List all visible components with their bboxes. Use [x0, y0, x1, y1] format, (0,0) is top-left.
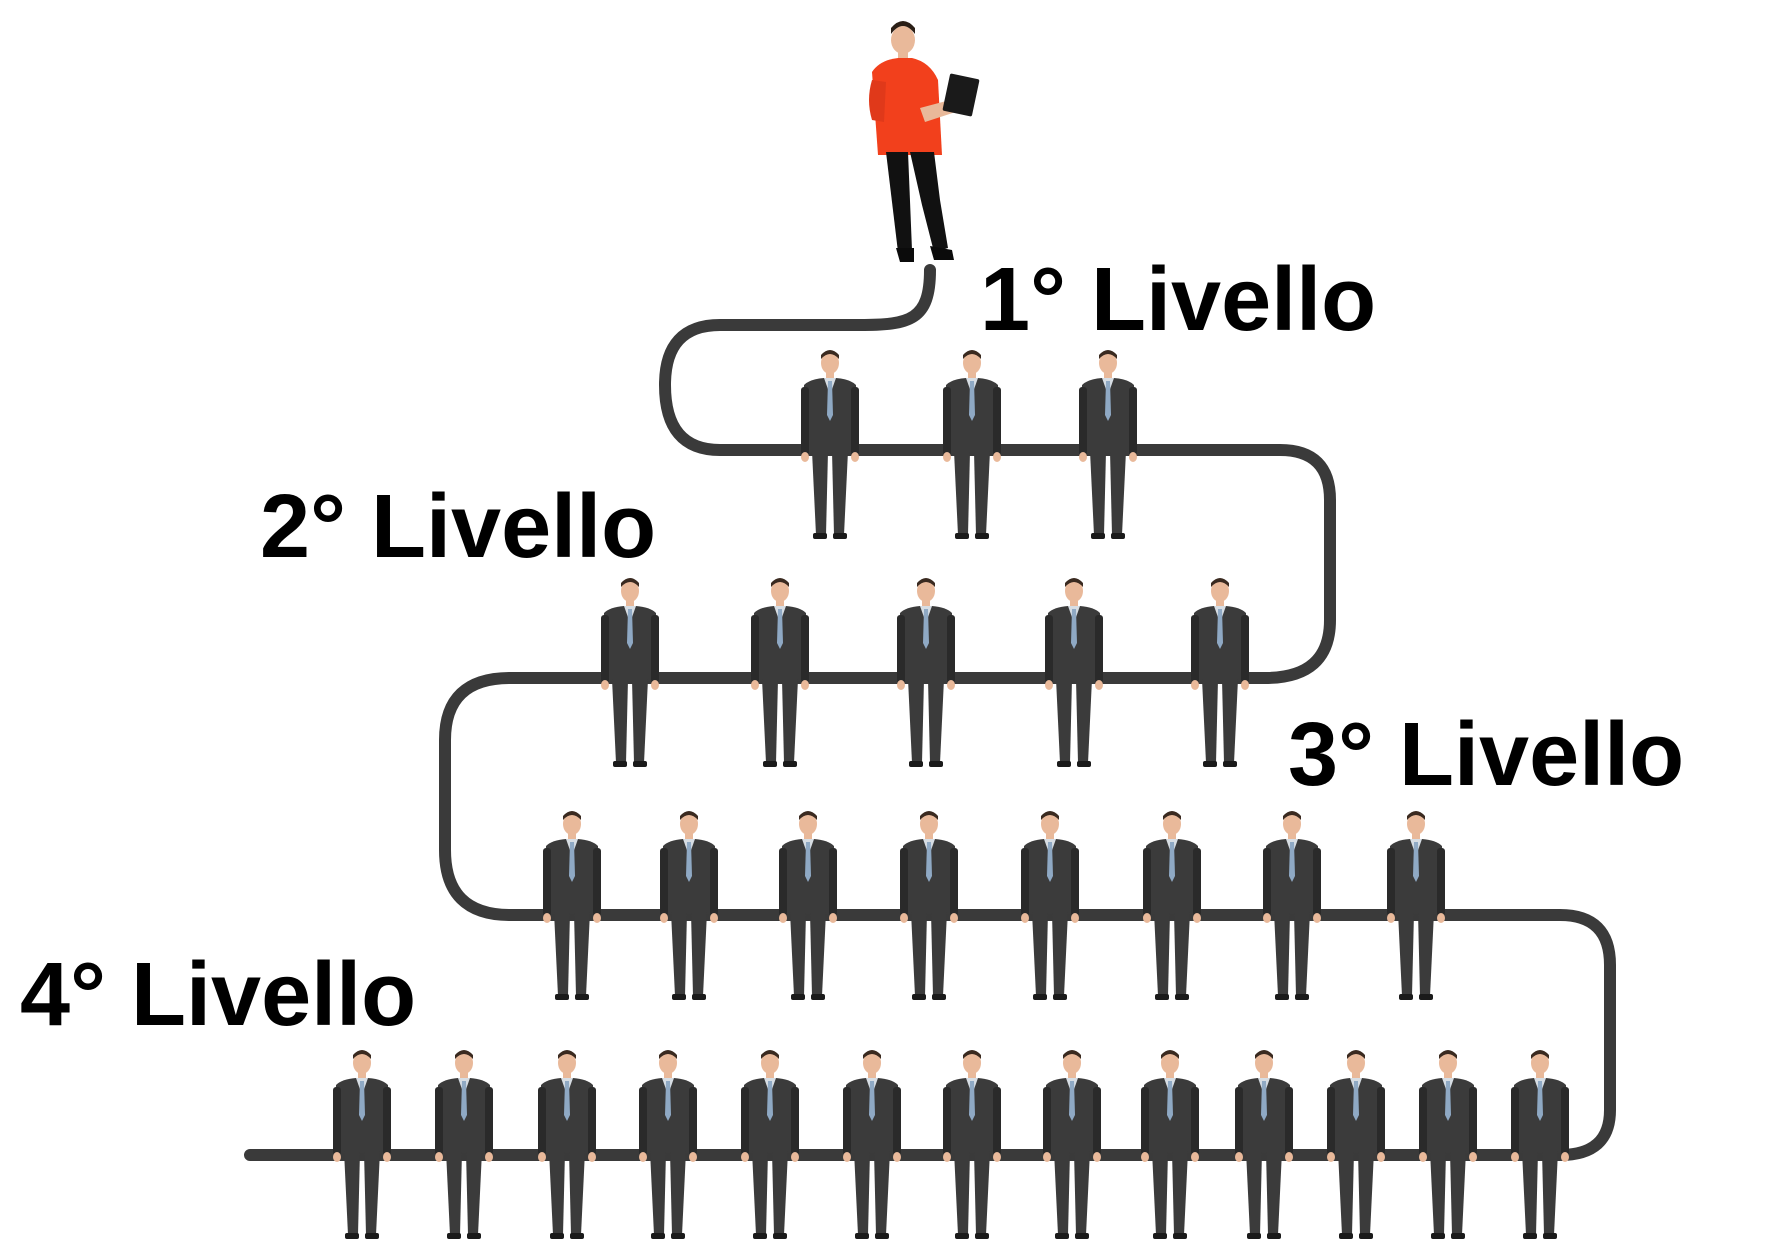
businessman-icon — [639, 1050, 697, 1239]
level-3-label: 3° Livello — [1288, 705, 1684, 805]
businessman-icon — [741, 1050, 799, 1239]
businessman-icon — [1021, 811, 1079, 1000]
businessman-icon — [333, 1050, 391, 1239]
businessman-icon — [1079, 350, 1137, 539]
businessman-icon — [751, 578, 809, 767]
level-2-label: 2° Livello — [260, 477, 656, 577]
businessman-icon — [943, 1050, 1001, 1239]
level-3-people — [543, 811, 1445, 1000]
level-4-label: 4° Livello — [20, 945, 416, 1045]
businessman-icon — [1235, 1050, 1293, 1239]
level-1-label: 1° Livello — [980, 250, 1376, 350]
network-path — [244, 264, 1616, 1161]
businessman-icon — [897, 578, 955, 767]
businessman-icon — [1419, 1050, 1477, 1239]
businessman-icon — [538, 1050, 596, 1239]
businessman-icon — [1141, 1050, 1199, 1239]
businessman-icon — [801, 350, 859, 539]
businessman-icon — [943, 350, 1001, 539]
businessman-icon — [1191, 578, 1249, 767]
businessman-icon — [1045, 578, 1103, 767]
businessman-icon — [1327, 1050, 1385, 1239]
businessman-icon — [1043, 1050, 1101, 1239]
businessman-icon — [843, 1050, 901, 1239]
businessman-icon — [1143, 811, 1201, 1000]
businessman-icon — [779, 811, 837, 1000]
level-4-people — [333, 1050, 1569, 1239]
businessman-icon — [1263, 811, 1321, 1000]
businessman-icon — [660, 811, 718, 1000]
businessman-icon — [543, 811, 601, 1000]
businessman-icon — [601, 578, 659, 767]
businessman-icon — [900, 811, 958, 1000]
businessman-icon — [435, 1050, 493, 1239]
businessman-icon — [1387, 811, 1445, 1000]
businessman-icon — [1511, 1050, 1569, 1239]
level-1-people — [801, 350, 1137, 539]
leader-with-laptop-icon — [869, 21, 980, 262]
